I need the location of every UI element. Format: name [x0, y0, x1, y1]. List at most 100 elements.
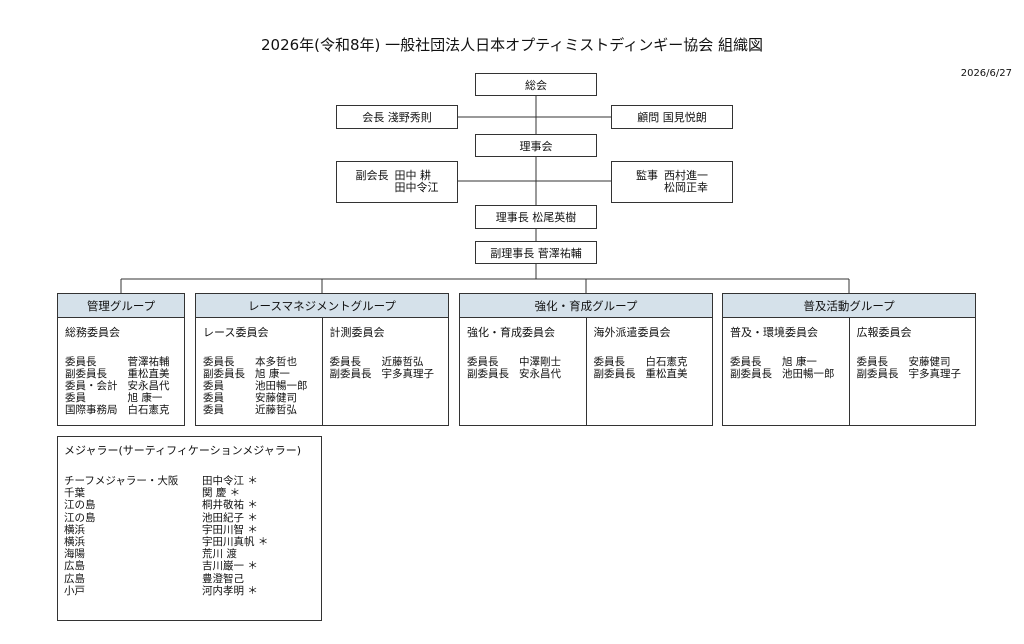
group-title: 管理グループ [58, 294, 184, 318]
member-name: 旭 康一 [782, 356, 817, 368]
group-training: 強化・育成グループ 強化・育成委員会 委員長中澤剛士 副委員長安永昌代 海外派遣… [459, 293, 713, 426]
committee-public-relations: 広報委員会 委員長 安藤健司 副委員長宇多真理子 [848, 318, 976, 425]
member-name: 中澤剛士 [519, 356, 561, 368]
member-role: 委員長 [467, 356, 499, 368]
measurer-name: 吉川巌一 ＊ [202, 560, 258, 573]
auditor-name: 西村進一 [664, 169, 708, 182]
measurer-location: 広島 [64, 560, 85, 573]
committee-race: レース委員会 委員長本多哲也 副委員長旭 康一 委員池田暢一郎 委員安藤健司 委… [196, 318, 322, 425]
general-assembly-box: 総会 [475, 73, 597, 96]
member-role: 委員 [65, 392, 86, 404]
committee-name: 計測委員会 [329, 326, 385, 339]
group-promotion: 普及活動グループ 普及・環境委員会 委員長旭 康一 副委員長池田暢一郎 広報委員… [722, 293, 976, 426]
member-role: 委員長 [593, 356, 626, 368]
member-name: 近藤哲弘 [255, 404, 297, 416]
director-box: 理事長 松尾英樹 [475, 205, 597, 229]
group-title: 普及活動グループ [723, 294, 975, 318]
measurer-location: 広島 [64, 572, 85, 585]
member-name: 安永昌代 [519, 368, 561, 380]
measurer-name: 関 慶 ＊ [202, 487, 241, 500]
member-role: 副委員長 [203, 368, 245, 380]
measurer-location: 小戸 [64, 584, 85, 597]
auditor-role: 監事 [636, 169, 658, 182]
group-title: 強化・育成グループ [460, 294, 712, 318]
vice-director-box: 副理事長 菅澤祐輔 [475, 241, 597, 264]
board-box: 理事会 [475, 134, 597, 157]
member-role: 委員長 [856, 356, 889, 368]
measurers-title: メジャラー(サーティフィケーションメジャラー) [64, 444, 302, 457]
committee-promotion-environment: 普及・環境委員会 委員長 旭 康一 副委員長池田暢一郎 [723, 318, 849, 425]
measurer-name: 池田紀子 ＊ [202, 511, 258, 524]
measurer-location: 横浜 [64, 536, 85, 549]
member-role: 委員長 [65, 356, 97, 368]
committee-general-affairs: 総務委員会 委員長菅澤祐輔 副委員長重松直美 委員・会計安永昌代 委員旭 康一 … [58, 318, 184, 425]
member-role: 委員 [203, 392, 224, 404]
member-name: 宇多真理子 [381, 368, 435, 380]
measurer-location: 江の島 [64, 511, 96, 524]
member-name: 重松直美 [127, 368, 170, 380]
date-label: 2026/6/27 [960, 68, 1012, 79]
measurer-name: 荒川 渡 [202, 548, 237, 561]
committee-name: 普及・環境委員会 [730, 326, 818, 339]
advisor-box: 顧問 国見悦朗 [611, 105, 733, 129]
measurer-name: 豊澄智己 [202, 572, 244, 585]
chairman-box: 会長 淺野秀則 [336, 105, 458, 129]
measurer-name: 宇田川智 ＊ [202, 523, 258, 536]
measurer-name: 宇田川真帆 ＊ [202, 536, 269, 549]
member-role: 委員 [203, 380, 224, 392]
member-role: 副委員長 [730, 368, 772, 380]
auditor-name: 松岡正幸 [664, 181, 708, 194]
member-role: 委員・会計 [65, 380, 118, 392]
committee-name: 広報委員会 [856, 326, 912, 339]
member-name: 菅澤祐輔 [127, 356, 170, 368]
measurer-name: 河内孝明 ＊ [202, 584, 258, 597]
measurer-location: 海陽 [64, 548, 85, 561]
group-title: レースマネジメントグループ [196, 294, 448, 318]
group-admin: 管理グループ 総務委員会 委員長菅澤祐輔 副委員長重松直美 委員・会計安永昌代 … [57, 293, 185, 426]
vice-chairman-box: 副会長 田中 耕 田中令江 [336, 161, 458, 203]
member-name: 宇多真理子 [908, 368, 962, 380]
committee-training: 強化・育成委員会 委員長 中澤剛士 副委員長安永昌代 [460, 318, 586, 425]
member-name: 旭 康一 [255, 368, 290, 380]
member-role: 副委員長 [856, 368, 899, 380]
group-race-management: レースマネジメントグループ レース委員会 委員長本多哲也 副委員長旭 康一 委員… [195, 293, 449, 426]
auditor-box: 監事 西村進一 松岡正幸 [611, 161, 733, 203]
member-role: 委員長 [730, 356, 762, 368]
member-name: 安永昌代 [127, 380, 170, 392]
member-role: 委員 [203, 404, 224, 416]
member-name: 安藤健司 [908, 356, 951, 368]
member-name: 池田暢一郎 [255, 380, 308, 392]
member-name: 白石憲克 [127, 404, 170, 416]
member-role: 副委員長 [65, 368, 107, 380]
measurers-box: メジャラー(サーティフィケーションメジャラー) チーフメジャラー・大阪 田中令江 … [57, 436, 322, 621]
member-role: 副委員長 [593, 368, 636, 380]
committee-name: 総務委員会 [65, 326, 120, 339]
member-name: 白石憲克 [645, 356, 688, 368]
member-role: 委員長 [329, 356, 362, 368]
measurer-location: チーフメジャラー・大阪 [64, 475, 179, 487]
member-role: 副委員長 [467, 368, 509, 380]
measurer-name: 田中令江 ＊ [202, 475, 258, 487]
member-name: 重松直美 [645, 368, 688, 380]
committee-measurement: 計測委員会 委員長 近藤哲弘 副委員長宇多真理子 [321, 318, 449, 425]
member-role: 国際事務局 [65, 404, 118, 416]
committee-name: 強化・育成委員会 [467, 326, 555, 339]
committee-name: レース委員会 [203, 326, 269, 339]
committee-overseas: 海外派遣委員会 委員長 白石憲克 副委員長重松直美 [585, 318, 713, 425]
committee-name: 海外派遣委員会 [593, 326, 671, 339]
member-role: 副委員長 [329, 368, 372, 380]
measurer-name: 桐井敬祐 ＊ [202, 499, 258, 512]
member-name: 近藤哲弘 [381, 356, 424, 368]
member-name: 池田暢一郎 [782, 368, 835, 380]
vice-chairman-name: 田中令江 [394, 181, 439, 194]
measurer-location: 千葉 [64, 487, 85, 500]
page-title: 2026年(令和8年) 一般社団法人日本オプティミストディンギー協会 組織図 [260, 36, 763, 54]
measurer-location: 横浜 [64, 523, 85, 536]
member-name: 本多哲也 [255, 356, 297, 368]
measurer-location: 江の島 [64, 499, 96, 512]
member-name: 旭 康一 [127, 392, 163, 404]
vice-chairman-name: 田中 耕 [394, 169, 432, 182]
vice-chairman-role: 副会長 [355, 169, 389, 182]
member-name: 安藤健司 [255, 392, 297, 404]
